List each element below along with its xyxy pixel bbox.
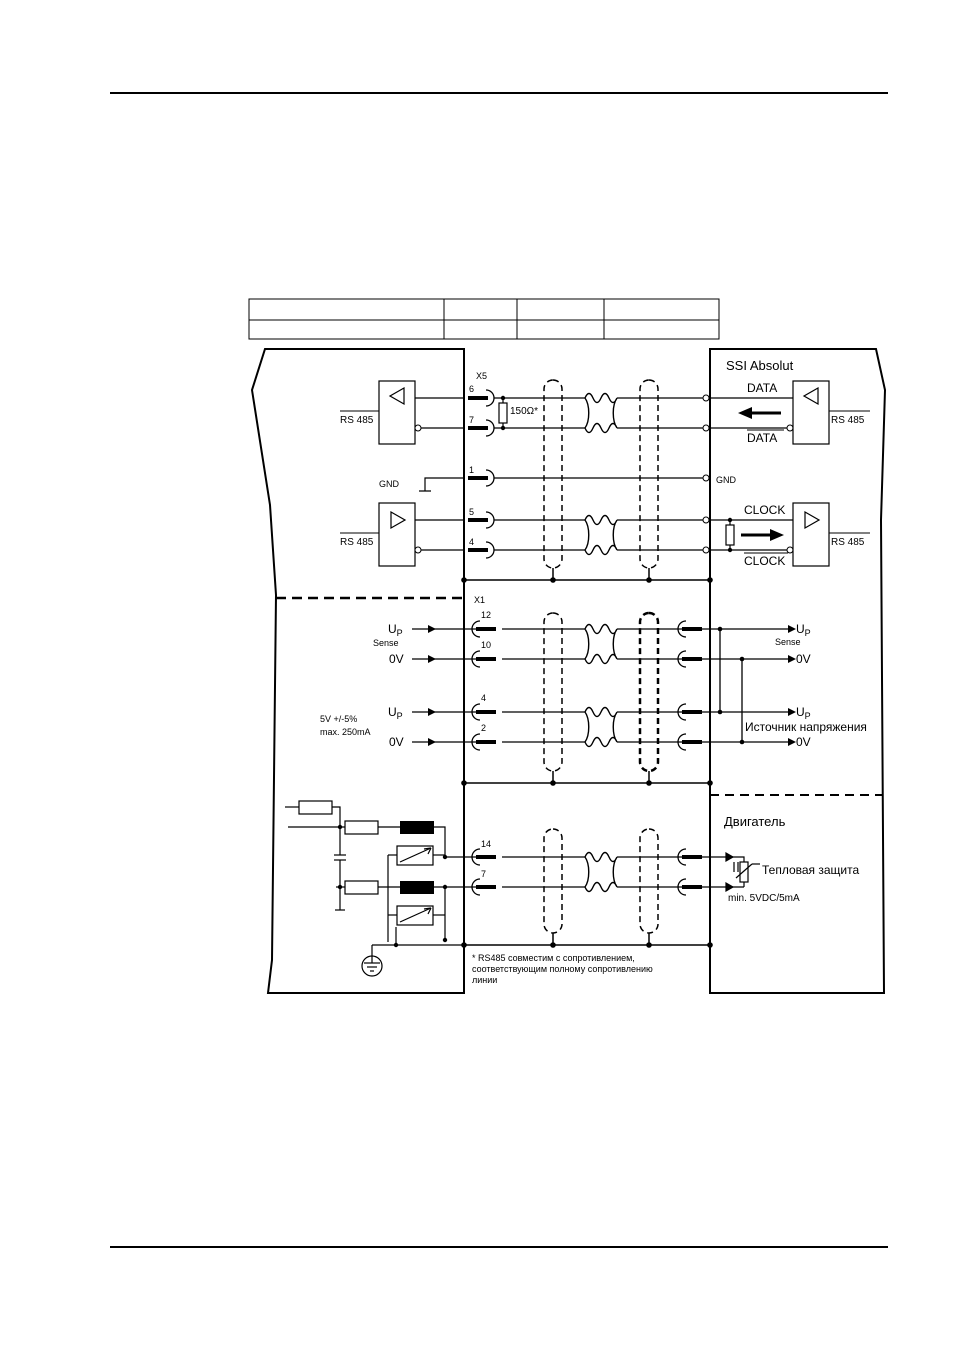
receiver-triangle-right — [804, 510, 821, 530]
pin-1: 1 — [469, 465, 474, 475]
note-line-1: * RS485 совместим с сопротивлением, — [472, 953, 635, 963]
motor-label: Двигатель — [724, 814, 786, 829]
data-arrow-icon — [738, 407, 781, 419]
rs485-receiver-left — [378, 380, 416, 445]
twisted-pairs — [584, 392, 618, 893]
connector-x1-label: X1 — [474, 595, 485, 605]
gnd-label-right: GND — [716, 475, 737, 485]
ov-right-2: 0V — [796, 735, 811, 749]
servo-housing — [250, 348, 465, 994]
note-line-3: линии — [472, 975, 497, 985]
clock-label: CLOCK — [744, 503, 785, 517]
note-line-2: соответствующим полному сопротивлению — [472, 964, 653, 974]
rs485-driver-left — [378, 502, 416, 567]
thermistor-icon — [725, 851, 760, 893]
encoder-terminals — [702, 394, 710, 554]
termination-resistor — [498, 398, 508, 428]
supply-arrows-right — [788, 625, 796, 746]
ov-right-1: 0V — [796, 652, 811, 666]
thermal-left-junctions — [337, 824, 448, 948]
ssi-wires-left — [415, 397, 464, 551]
supply-spec-1: 5V +/-5% — [320, 714, 357, 724]
ssi-title: SSI Absolut — [726, 358, 794, 373]
thermal-spec-label: min. 5VDC/5mA — [728, 893, 800, 904]
pin-6: 6 — [469, 384, 474, 394]
thermal-cable-wires — [502, 856, 744, 888]
rs485-label-l1: RS 485 — [340, 415, 374, 426]
receiver-triangle-left — [388, 386, 405, 406]
earth-ground-icon — [361, 955, 383, 977]
up-right-2: UP — [796, 705, 811, 721]
ssi-cable-wires — [494, 397, 703, 551]
pin-4b: 4 — [481, 693, 486, 703]
pin-5: 5 — [469, 507, 474, 517]
shield-drops — [552, 568, 650, 945]
connector-pins — [468, 396, 702, 889]
cable-shields — [543, 379, 660, 934]
driver-triangle-right — [802, 386, 819, 406]
shield-bus — [464, 579, 710, 946]
clock-arrow-icon — [741, 529, 784, 541]
ferrite-beads — [400, 821, 434, 894]
ov-left-2: 0V — [389, 735, 404, 749]
rs485-driver-right — [792, 380, 830, 445]
rs485-receiver-right — [792, 502, 830, 567]
encoder-housing — [709, 348, 887, 994]
encoder-wires — [709, 397, 793, 551]
data-bar-label: DATA — [747, 431, 777, 445]
sense-right: Sense — [775, 637, 801, 647]
pin-10: 10 — [481, 640, 491, 650]
ov-left-1: 0V — [389, 652, 404, 666]
clock-bar-label: CLOCK — [744, 554, 785, 568]
connector-sockets — [471, 389, 687, 896]
connector-x5-label: X5 — [476, 371, 487, 381]
gnd-label-left: GND — [379, 479, 400, 489]
rs485-label-r1: RS 485 — [831, 415, 865, 426]
pin-7a: 7 — [469, 415, 474, 425]
thermal-input-circuit — [285, 800, 400, 911]
info-table — [248, 298, 720, 340]
supply-arrows-left — [428, 625, 436, 746]
pin-12: 12 — [481, 610, 491, 620]
pin-14: 14 — [481, 839, 491, 849]
pin-4a: 4 — [469, 537, 474, 547]
rs485-label-r2: RS 485 — [831, 537, 865, 548]
clock-resistor-junctions — [727, 517, 733, 553]
resistor-label: 150Ω* — [510, 406, 538, 417]
up-right-1: UP — [796, 622, 811, 638]
data-label: DATA — [747, 381, 777, 395]
invert-bubbles-left — [414, 424, 422, 554]
power-source-label: Источник напряжения — [745, 720, 867, 734]
supply-wires — [412, 628, 793, 743]
clock-resistor — [725, 520, 735, 550]
pin-7b: 7 — [481, 869, 486, 879]
invert-bubbles-right — [786, 424, 794, 554]
driver-triangle-left — [390, 510, 407, 530]
supply-junctions — [717, 626, 745, 745]
up-left-2: UP — [388, 705, 403, 721]
pin-2: 2 — [481, 723, 486, 733]
rs485-label-l2: RS 485 — [340, 537, 374, 548]
thermal-label: Тепловая защита — [762, 863, 859, 877]
resistor-junctions — [500, 395, 506, 431]
up-left-1: UP — [388, 622, 403, 638]
supply-spec-2: max. 250mA — [320, 727, 371, 737]
gnd-symbol-left — [419, 477, 464, 492]
sense-left: Sense — [373, 638, 399, 648]
